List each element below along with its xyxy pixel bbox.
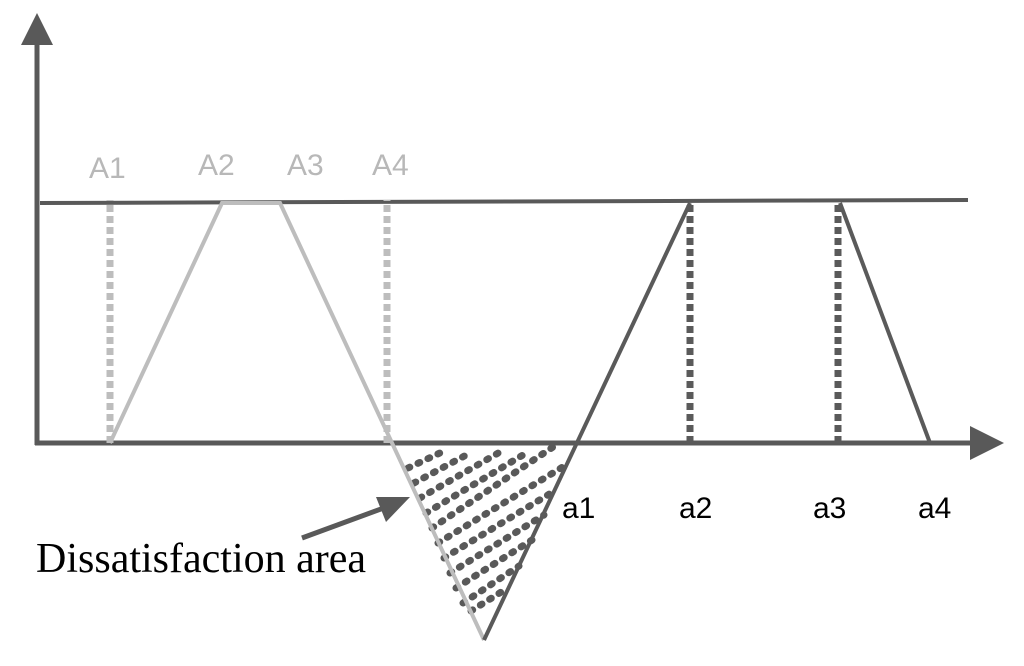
label-A3: A3 <box>287 149 324 182</box>
dissatisfaction-hatch <box>404 441 570 615</box>
light-trapezoid <box>106 200 486 641</box>
x-axis-arrowhead <box>970 426 1004 460</box>
label-A4: A4 <box>372 149 409 182</box>
dark-trapezoid <box>482 202 932 641</box>
label-a1: a1 <box>562 492 595 525</box>
y-axis-arrowhead <box>21 13 53 45</box>
light-membership-line <box>108 201 486 641</box>
label-a3: a3 <box>813 492 846 525</box>
dark-falling-line <box>838 202 932 444</box>
label-A1: A1 <box>89 152 126 185</box>
label-a4: a4 <box>918 492 951 525</box>
dissatisfaction-area-label: Dissatisfaction area <box>36 536 366 582</box>
annotation-arrowhead <box>376 497 410 522</box>
label-a2: a2 <box>679 492 712 525</box>
dark-rising-line <box>482 202 692 641</box>
label-A2: A2 <box>198 149 235 182</box>
top-reference-line <box>39 198 969 205</box>
